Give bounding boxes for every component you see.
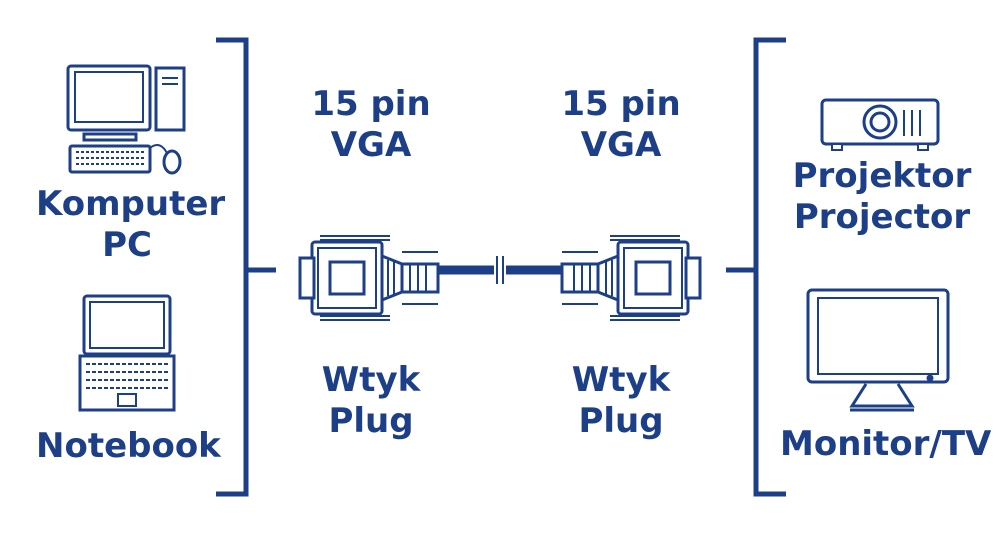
komputer-label: Komputer PC xyxy=(36,184,226,265)
right-bracket xyxy=(753,37,786,497)
desktop-computer-icon xyxy=(66,64,186,175)
right-spec-label: 15 pin VGA xyxy=(561,84,681,165)
left-plug-label: Wtyk Plug xyxy=(321,360,421,441)
left-spec-label: 15 pin VGA xyxy=(311,84,431,165)
projector-icon xyxy=(820,98,940,151)
vga-plug-icon-left xyxy=(298,234,440,322)
right-plug-label: Wtyk Plug xyxy=(571,360,671,441)
cable-break-icon xyxy=(438,256,562,284)
projektor-label: Projektor Projector xyxy=(792,156,972,237)
vga-plug-icon-right xyxy=(560,234,702,322)
laptop-icon xyxy=(78,294,176,412)
left-bracket xyxy=(216,37,249,497)
notebook-label: Notebook xyxy=(36,426,221,466)
monitor-label: Monitor/TV xyxy=(780,424,992,464)
monitor-icon xyxy=(806,288,950,412)
